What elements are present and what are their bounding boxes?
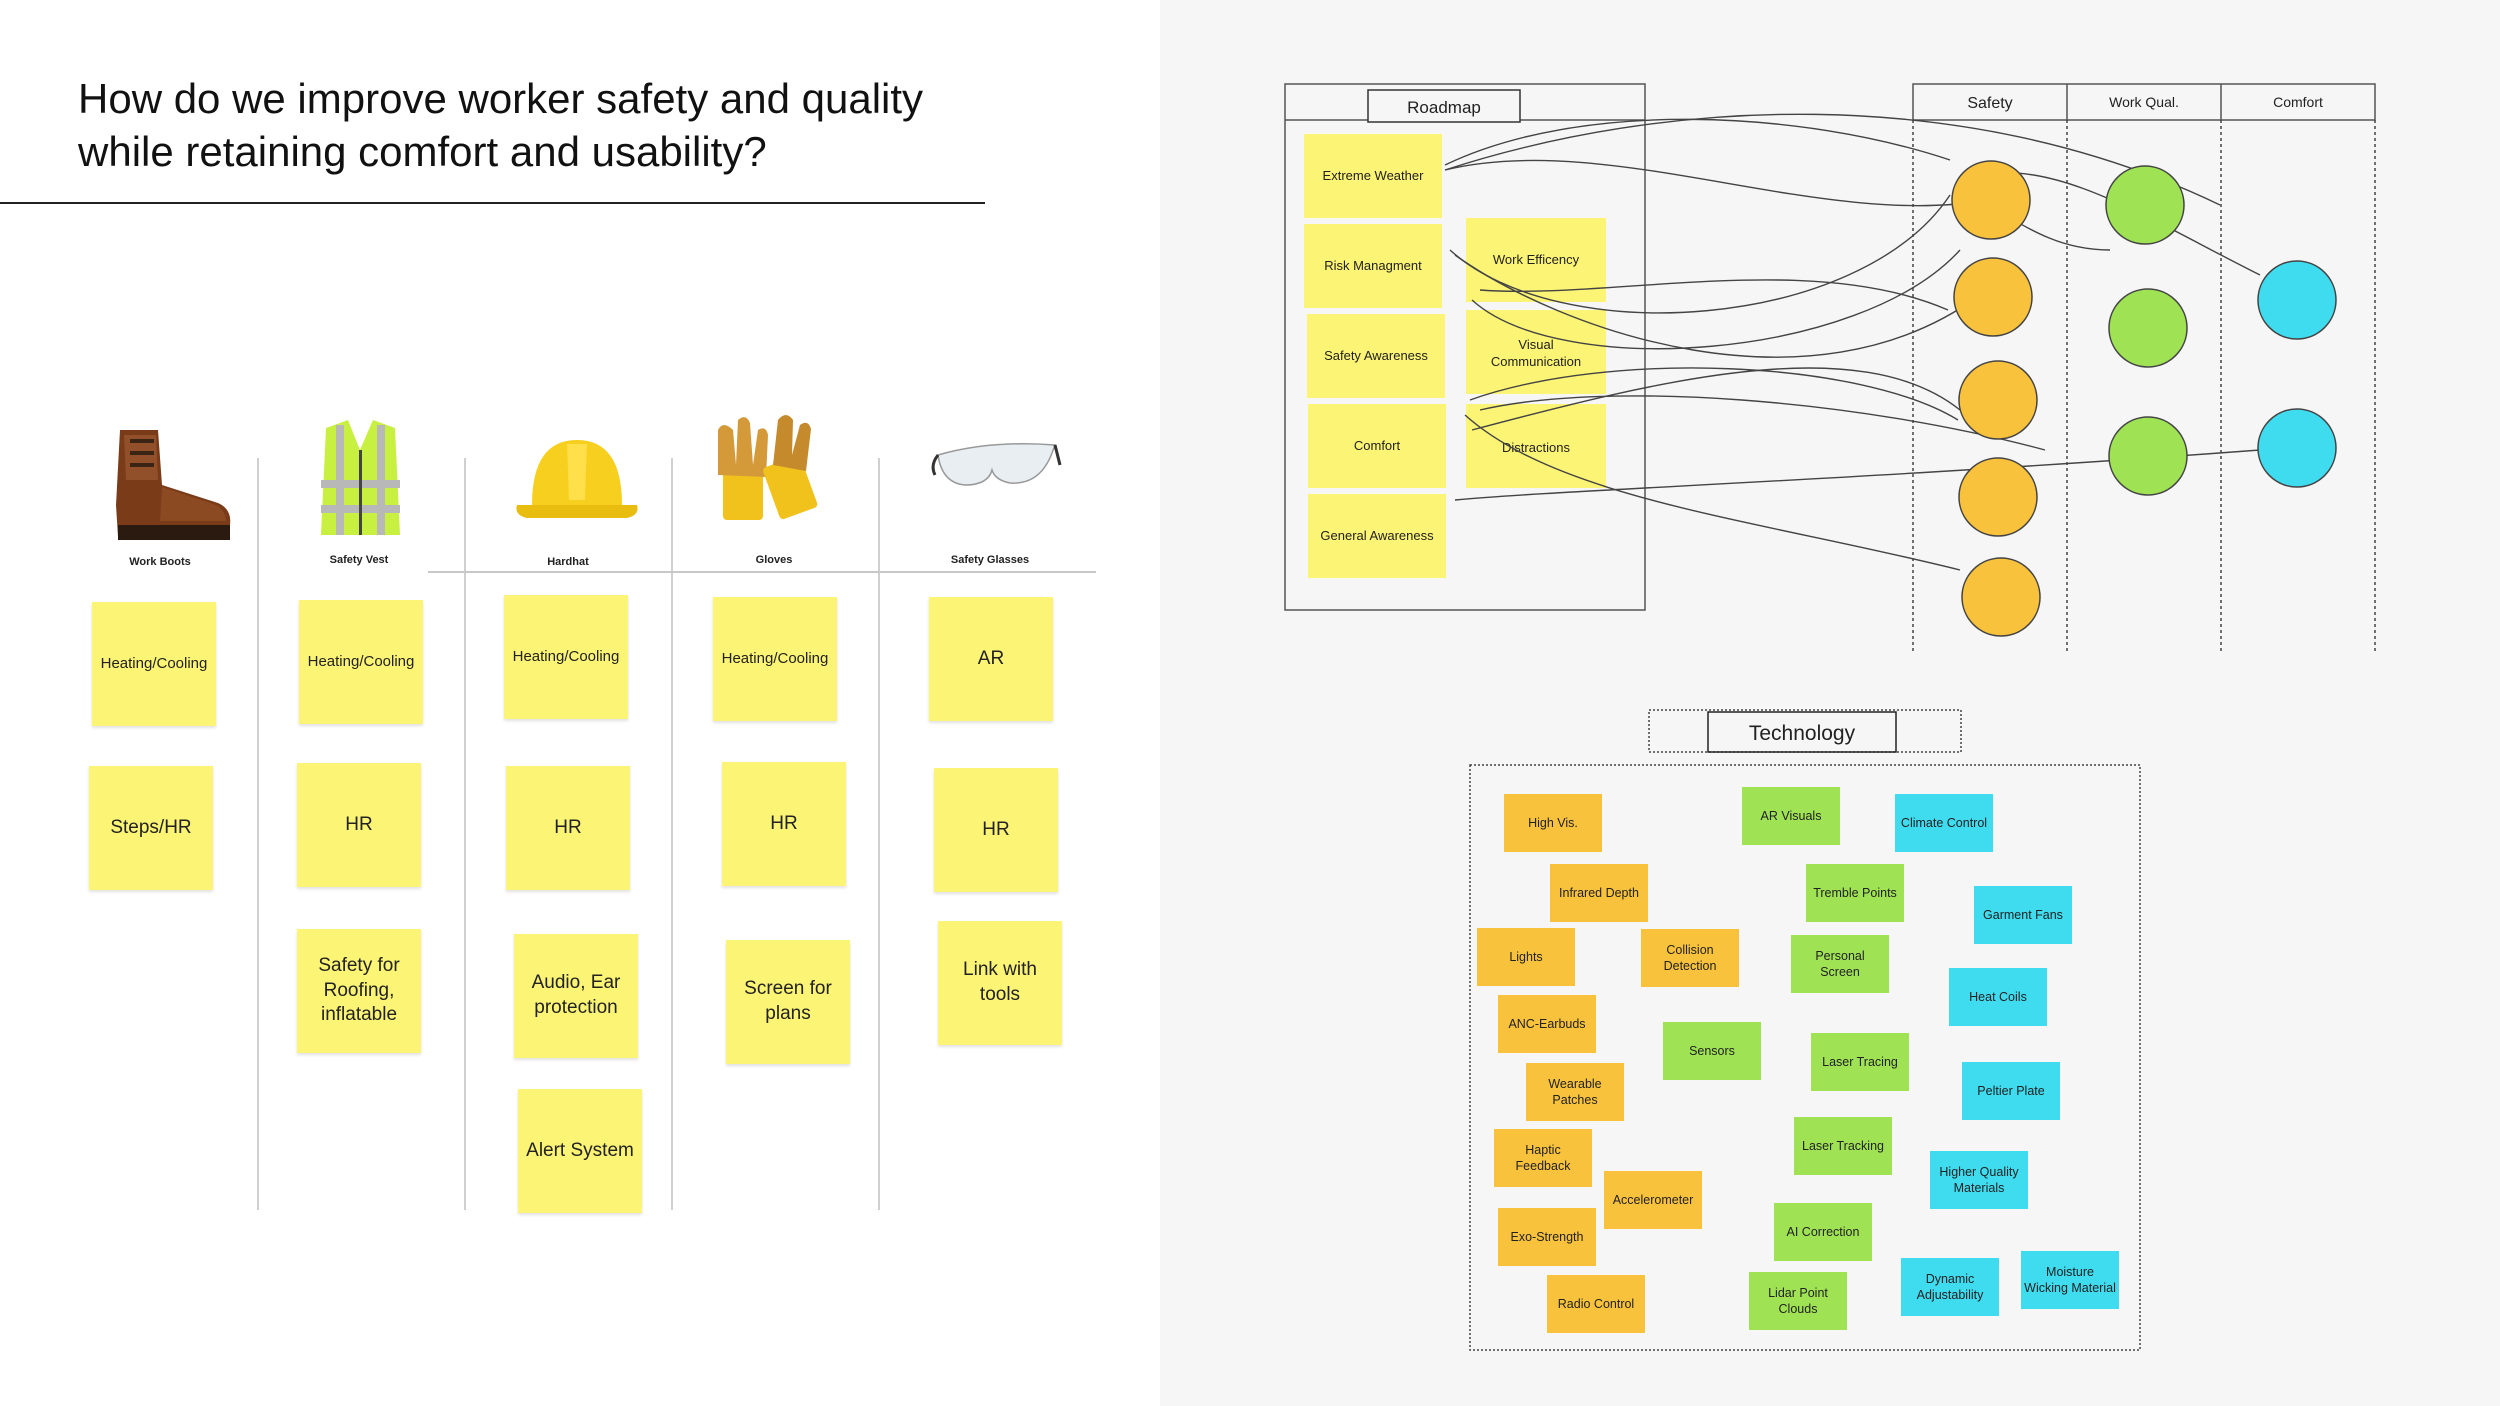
safety-glasses-icon [931, 443, 1062, 486]
tech-note-lights[interactable]: Lights [1477, 928, 1575, 986]
tech-note-laser-tracking[interactable]: Laser Tracking [1794, 1117, 1892, 1175]
roadmap-note [1308, 404, 1446, 488]
roadmap-note-label: Comfort [1354, 438, 1401, 453]
tech-note-ai-correction[interactable]: AI Correction [1774, 1203, 1872, 1261]
tech-note-infrared-depth[interactable]: Infrared Depth [1550, 864, 1648, 922]
title-divider [0, 202, 985, 204]
sticky-note[interactable]: HR [934, 768, 1058, 892]
column-divider [671, 458, 673, 1210]
sticky-note[interactable]: Link with tools [938, 921, 1062, 1045]
tech-note-radio-control[interactable]: Radio Control [1547, 1275, 1645, 1333]
roadmap-note [1307, 314, 1445, 398]
comfort-circle [2257, 408, 2337, 488]
tech-note-wearable-patches[interactable]: Wearable Patches [1526, 1063, 1624, 1121]
comfort-circle [2257, 260, 2337, 340]
tech-note-collision-detection[interactable]: Collision Detection [1641, 929, 1739, 987]
safety-circle [1953, 257, 2033, 337]
product-label-hardhat: Hardhat [547, 556, 589, 568]
roadmap-title: Roadmap [1407, 98, 1481, 117]
tech-note-personal-screen[interactable]: Personal Screen [1791, 935, 1889, 993]
product-label-gloves: Gloves [755, 554, 793, 566]
sticky-note[interactable]: Heating/Cooling [92, 602, 216, 726]
technology-title-box [1707, 711, 1897, 753]
tech-note-dynamic-adjustability[interactable]: Dynamic Adjustability [1901, 1258, 1999, 1316]
tech-note-haptic-feedback[interactable]: Haptic Feedback [1494, 1129, 1592, 1187]
hardhat-icon [516, 440, 638, 518]
column-divider [878, 458, 880, 1210]
roadmap-note [1304, 134, 1442, 218]
left-board: How do we improve worker safety and qual… [0, 0, 1160, 1406]
roadmap-note-label: Extreme Weather [1323, 168, 1425, 183]
roadmap-note-label: Safety Awareness [1324, 348, 1428, 363]
tech-note-heat-coils[interactable]: Heat Coils [1949, 968, 2047, 1026]
roadmap-diagram: Roadmap Extreme Weather Risk Managment S… [1284, 83, 2376, 1351]
page-title: How do we improve worker safety and qual… [78, 75, 924, 175]
sticky-note[interactable]: Heating/Cooling [299, 600, 423, 724]
sticky-note[interactable]: Audio, Ear protection [514, 934, 638, 1058]
roadmap-note-label: Risk Managment [1324, 258, 1422, 273]
tech-note-laser-tracing[interactable]: Laser Tracing [1811, 1033, 1909, 1091]
sticky-note[interactable]: Heating/Cooling [713, 597, 837, 721]
technology-frame [1469, 764, 2141, 1351]
sticky-note[interactable]: HR [722, 762, 846, 886]
roadmap-note [1466, 218, 1606, 302]
product-label-vest: Safety Vest [329, 554, 389, 566]
safety-vest-icon [321, 420, 400, 535]
column-work-quality: Work Qual. [2109, 94, 2179, 110]
columns-header [1912, 83, 2376, 121]
column-divider [464, 458, 466, 1210]
work-quality-circle [2108, 416, 2188, 496]
safety-circle [1958, 360, 2038, 440]
sticky-note[interactable]: HR [506, 766, 630, 890]
work-boot-icon [116, 430, 231, 540]
roadmap-note-label: Visual [1518, 337, 1553, 352]
roadmap-title-box [1367, 89, 1521, 123]
roadmap-frame [1284, 83, 1646, 611]
tech-note-garment-fans[interactable]: Garment Fans [1974, 886, 2072, 944]
roadmap-note [1466, 310, 1606, 394]
tech-note-accelerometer[interactable]: Accelerometer [1604, 1171, 1702, 1229]
sticky-note[interactable]: Heating/Cooling [504, 595, 628, 719]
column-safety: Safety [1967, 95, 2012, 112]
roadmap-note-label: Work Efficency [1493, 252, 1580, 267]
roadmap-note-label: Communication [1491, 354, 1581, 369]
tech-note-sensors[interactable]: Sensors [1663, 1022, 1761, 1080]
roadmap-note [1308, 494, 1446, 578]
sticky-note[interactable]: Alert System [518, 1089, 642, 1213]
tech-note-exo-strength[interactable]: Exo-Strength [1498, 1208, 1596, 1266]
product-label-boots: Work Boots [129, 556, 191, 568]
right-board: Roadmap Extreme Weather Risk Managment S… [1160, 0, 2500, 1406]
header-divider [428, 571, 1096, 573]
safety-circle [1951, 160, 2031, 240]
roadmap-note-label: General Awareness [1320, 528, 1434, 543]
gloves-icon [718, 415, 818, 520]
work-quality-circle [2108, 288, 2188, 368]
work-quality-circle [2105, 165, 2185, 245]
tech-note-tremble-points[interactable]: Tremble Points [1806, 864, 1904, 922]
product-label-glasses: Safety Glasses [950, 554, 1030, 566]
tech-note-climate-control[interactable]: Climate Control [1895, 794, 1993, 852]
sticky-note[interactable]: AR [929, 597, 1053, 721]
safety-circle [1958, 457, 2038, 537]
roadmap-note [1466, 404, 1606, 488]
tech-note-anc-earbuds[interactable]: ANC-Earbuds [1498, 995, 1596, 1053]
tech-note-high-vis[interactable]: High Vis. [1504, 794, 1602, 852]
sticky-note[interactable]: Steps/HR [89, 766, 213, 890]
column-divider [257, 458, 259, 1210]
tech-note-higher-quality-materials[interactable]: Higher Quality Materials [1930, 1151, 2028, 1209]
column-comfort: Comfort [2273, 94, 2323, 110]
sticky-note[interactable]: Safety for Roofing, inflatable [297, 929, 421, 1053]
safety-circle [1961, 557, 2041, 637]
tech-note-moisture-wicking-material[interactable]: Moisture Wicking Material [2021, 1251, 2119, 1309]
roadmap-note [1304, 224, 1442, 308]
tech-note-lidar-point-clouds[interactable]: Lidar Point Clouds [1749, 1272, 1847, 1330]
sticky-note[interactable]: HR [297, 763, 421, 887]
tech-note-ar-visuals[interactable]: AR Visuals [1742, 787, 1840, 845]
tech-note-peltier-plate[interactable]: Peltier Plate [1962, 1062, 2060, 1120]
sticky-note[interactable]: Screen for plans [726, 940, 850, 1064]
technology-title: Technology [1749, 722, 1856, 745]
